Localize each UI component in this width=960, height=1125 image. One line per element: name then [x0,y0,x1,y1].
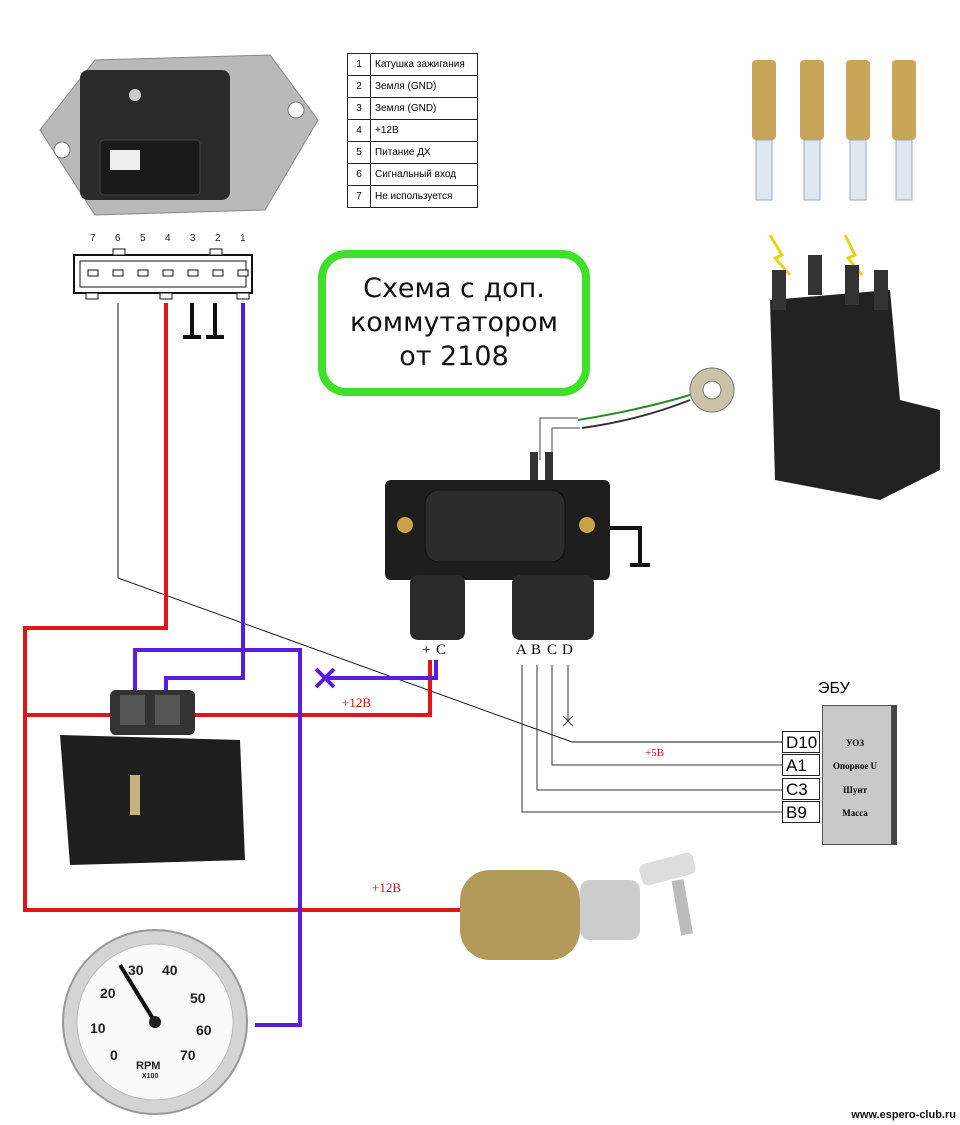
pin-label: Не используется [370,185,478,208]
pin-label: Сигнальный вход [370,163,478,186]
pin-num: 5 [347,141,371,164]
ecu-function: Масса [842,808,868,818]
cut-mark-icon [314,667,336,689]
ground-symbol [183,303,224,339]
pin-number: 1 [240,233,246,244]
tach-tick: 20 [100,985,116,1001]
wire-ecu-bus [521,665,782,813]
ecu-title: ЭБУ [818,680,850,697]
title-line: коммутатором [349,307,559,338]
terminal-d: D [562,642,573,658]
module-connector [73,248,253,300]
pin-label: Земля (GND) [370,97,478,120]
label-12v-switch: +12В [372,880,402,895]
ecu-body [822,705,892,845]
pin-label: Земля (GND) [370,75,478,98]
pin-number: 3 [190,233,196,244]
pin-num: 6 [347,163,371,186]
terminal-plus: + [422,642,431,658]
pin-number: 4 [165,233,171,244]
ecu-function: УОЗ [846,738,864,748]
pin-label: +12В [370,119,478,142]
ignition-coil [60,690,245,865]
pin-num: 2 [347,75,371,98]
distributor-cap [770,255,940,500]
tach-multiplier: X100 [142,1073,159,1080]
title-line: Схема с доп. [363,273,545,304]
ecu-pin: B9 [782,801,820,823]
title-sign: Схема с доп. коммутатором от 2108 [318,250,590,396]
wire-signal-thin [117,303,782,743]
ecu-pin: A1 [782,754,820,776]
ecu-pin: C3 [782,778,820,800]
pin-num: 3 [347,97,371,120]
table-row: 4+12В [347,119,478,142]
pin-label: Катушка зажигания [370,53,478,76]
label-5v: +5В [645,747,665,759]
tach-tick: 40 [162,962,178,978]
ecu-pin: D10 [782,731,820,753]
terminal-c2: C [547,642,558,658]
pin-num: 4 [347,119,371,142]
title-line: от 2108 [399,341,509,372]
terminal-c: C [436,642,447,658]
tach-tick: 70 [180,1047,196,1063]
ecu-function: Опорное U [832,761,878,771]
ignition-module-gm [385,452,650,640]
pin-label: Питание ДХ [370,141,478,164]
pin-number: 6 [115,233,121,244]
pin-number: 7 [90,233,96,244]
pin-number: 5 [140,233,146,244]
tach-tick: 10 [90,1020,106,1036]
tach-tick: 50 [190,990,206,1006]
ecu-function: Шунт [843,785,867,795]
wire-coil-signal [133,303,438,1027]
tach-tick: 0 [110,1047,118,1063]
hall-sensor [539,367,735,460]
tachometer [62,929,248,1115]
ignition-switch [460,852,696,960]
tach-tick: 30 [128,962,144,978]
pin-num: 7 [347,185,371,208]
terminal-b: B [531,642,542,658]
label-12v-coil: +12В [342,695,372,710]
spark-plugs [752,60,916,276]
tach-unit: RPM [136,1060,161,1072]
pin-num: 1 [347,53,371,76]
tach-tick: 60 [196,1022,212,1038]
pin-number: 2 [215,233,221,244]
ignition-module-2108 [39,54,319,216]
watermark: www.espero-club.ru [851,1109,956,1121]
terminal-a: A [516,642,527,658]
